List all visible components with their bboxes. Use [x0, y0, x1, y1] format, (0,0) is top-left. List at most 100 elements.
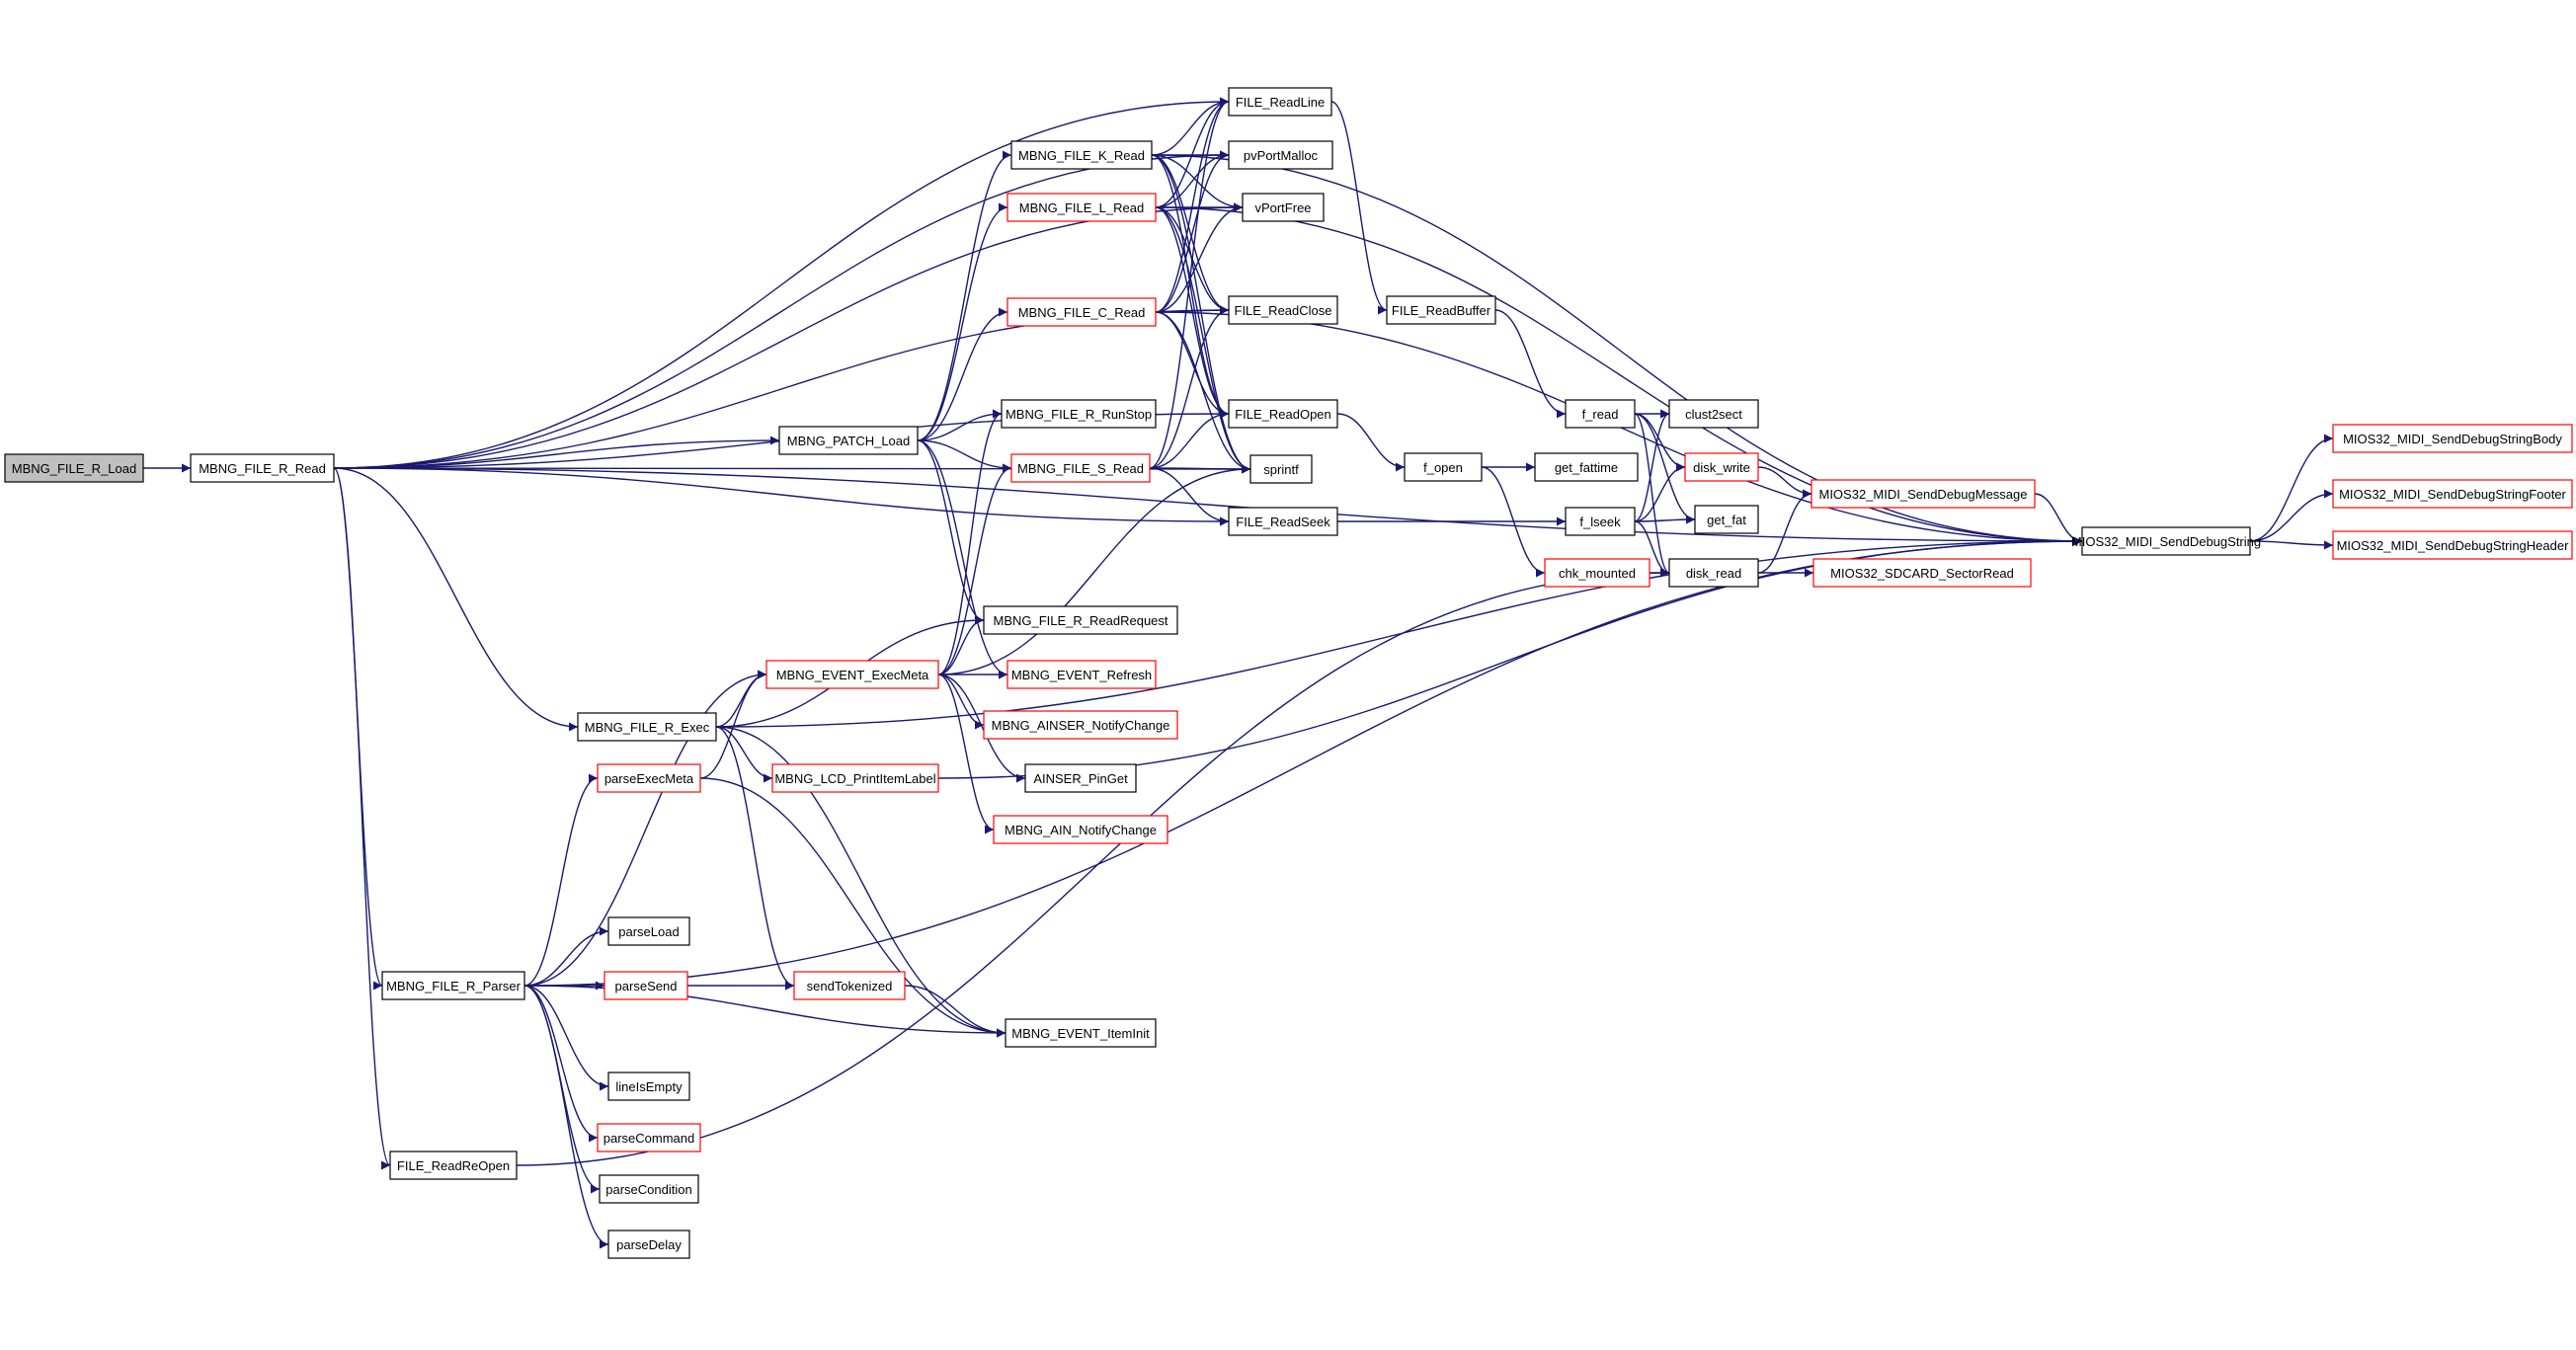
- node-disk-read[interactable]: disk_read: [1668, 558, 1759, 588]
- edge-mbng-patch-load-to-mbng-file-l-read: [917, 202, 1008, 441]
- node-file-readclose[interactable]: FILE_ReadClose: [1228, 295, 1338, 325]
- edge-mbng-event-execmeta-to-sprintf: [937, 464, 1251, 675]
- edge-mbng-file-k-read-to-file-readline: [1151, 97, 1230, 156]
- node-box: [1006, 297, 1157, 327]
- node-mbng-file-l-read[interactable]: MBNG_FILE_L_Read: [1006, 193, 1157, 222]
- node-parsesend[interactable]: parseSend: [604, 971, 688, 1000]
- node-box: [1228, 87, 1332, 117]
- node-mbng-event-iteminit[interactable]: MBNG_EVENT_ItemInit: [1005, 1018, 1157, 1048]
- node-mios32-midi-senddebugmessage[interactable]: MIOS32_MIDI_SendDebugMessage: [1811, 479, 2036, 509]
- node-file-readbuffer[interactable]: FILE_ReadBuffer: [1386, 295, 1496, 325]
- node-sendtokenized[interactable]: sendTokenized: [793, 971, 906, 1000]
- node-parseexecmeta[interactable]: parseExecMeta: [597, 763, 701, 793]
- node-disk-write[interactable]: disk_write: [1684, 452, 1759, 482]
- node-box: [765, 660, 939, 689]
- node-f-read[interactable]: f_read: [1565, 399, 1636, 429]
- node-mbng-file-r-readrequest[interactable]: MBNG_FILE_R_ReadRequest: [983, 605, 1178, 635]
- node-file-readline[interactable]: FILE_ReadLine: [1228, 87, 1332, 117]
- node-box: [1001, 399, 1157, 429]
- edge-f-lseek-to-disk-write: [1634, 462, 1686, 522]
- node-mbng-lcd-printitemlabel[interactable]: MBNG_LCD_PrintItemLabel: [771, 763, 939, 793]
- node-box: [4, 453, 144, 483]
- edge-mbng-file-r-exec-to-mbng-event-iteminit: [715, 726, 1006, 1038]
- node-mios32-sdcard-sectorread[interactable]: MIOS32_SDCARD_SectorRead: [1812, 558, 2032, 588]
- node-box: [1668, 399, 1759, 429]
- node-mbng-file-r-parser[interactable]: MBNG_FILE_R_Parser: [381, 971, 525, 1000]
- node-file-readopen[interactable]: FILE_ReadOpen: [1228, 399, 1338, 429]
- node-label: parseLoad: [618, 924, 679, 939]
- node-mios32-midi-senddebugstringbody[interactable]: MIOS32_MIDI_SendDebugStringBody: [2332, 424, 2573, 453]
- node-sprintf[interactable]: sprintf: [1249, 454, 1313, 484]
- node-parseload[interactable]: parseLoad: [607, 916, 690, 946]
- node-get-fat[interactable]: get_fat: [1694, 505, 1759, 534]
- edge-mbng-patch-load-to-mbng-file-r-readrequest: [917, 439, 985, 625]
- edge-mbng-file-r-read-to-pvportmalloc: [333, 150, 1230, 469]
- node-mbng-event-refresh[interactable]: MBNG_EVENT_Refresh: [1006, 660, 1157, 689]
- node-box: [983, 605, 1178, 635]
- edge-mbng-patch-load-to-mbng-file-s-read: [917, 439, 1012, 473]
- node-mios32-midi-senddebugstringfooter[interactable]: MIOS32_MIDI_SendDebugStringFooter: [2332, 479, 2573, 509]
- node-file-readseek[interactable]: FILE_ReadSeek: [1228, 507, 1338, 536]
- node-mbng-file-c-read[interactable]: MBNG_FILE_C_Read: [1006, 297, 1157, 327]
- node-label: chk_mounted: [1559, 566, 1636, 581]
- edge-mbng-event-execmeta-to-mbng-file-r-readrequest: [937, 615, 985, 675]
- node-mbng-event-execmeta[interactable]: MBNG_EVENT_ExecMeta: [765, 660, 939, 689]
- node-chk-mounted[interactable]: chk_mounted: [1544, 558, 1650, 588]
- edge-mbng-file-l-read-to-sprintf: [1155, 206, 1251, 474]
- edge-f-lseek-to-clust2sect: [1634, 409, 1670, 522]
- edge-mbng-file-c-read-to-pvportmalloc: [1155, 150, 1230, 313]
- node-label: MBNG_EVENT_Refresh: [1011, 668, 1152, 682]
- node-mbng-file-k-read[interactable]: MBNG_FILE_K_Read: [1010, 140, 1153, 170]
- node-label: MIOS32_MIDI_SendDebugMessage: [1818, 487, 2027, 502]
- node-parsecommand[interactable]: parseCommand: [597, 1123, 701, 1152]
- node-label: MBNG_LCD_PrintItemLabel: [774, 771, 935, 786]
- node-mbng-patch-load[interactable]: MBNG_PATCH_Load: [778, 426, 919, 455]
- node-mbng-file-s-read[interactable]: MBNG_FILE_S_Read: [1010, 453, 1151, 483]
- node-mbng-ain-notifychange[interactable]: MBNG_AIN_NotifyChange: [993, 815, 1168, 844]
- edge-mbng-file-l-read-to-mios32-midi-senddebugstring: [1155, 206, 2083, 546]
- node-mios32-midi-senddebugstring[interactable]: MIOS32_MIDI_SendDebugString: [2071, 526, 2261, 556]
- node-get-fattime[interactable]: get_fattime: [1534, 452, 1639, 482]
- node-label: vPortFree: [1254, 200, 1311, 215]
- node-box: [607, 916, 690, 946]
- edge-mbng-file-r-read-to-mbng-file-r-exec: [333, 467, 579, 732]
- node-box: [1565, 399, 1636, 429]
- node-mbng-ainser-notifychange[interactable]: MBNG_AINSER_NotifyChange: [983, 710, 1178, 740]
- edge-f-lseek-to-get-fat: [1634, 515, 1696, 524]
- edge-mbng-file-r-parser-to-parsedelay: [523, 985, 609, 1249]
- node-f-open[interactable]: f_open: [1404, 452, 1483, 482]
- node-mios32-midi-senddebugstringheader[interactable]: MIOS32_MIDI_SendDebugStringHeader: [2332, 530, 2573, 560]
- node-mbng-file-r-load[interactable]: MBNG_FILE_R_Load: [4, 453, 144, 483]
- node-file-readreopen[interactable]: FILE_ReadReOpen: [389, 1151, 518, 1180]
- edge-mbng-file-r-parser-to-parsecommand: [523, 985, 599, 1143]
- node-label: MIOS32_MIDI_SendDebugStringFooter: [2339, 487, 2566, 502]
- node-label: disk_write: [1693, 460, 1750, 475]
- node-label: clust2sect: [1685, 407, 1742, 422]
- node-parsedelay[interactable]: parseDelay: [607, 1230, 690, 1259]
- node-lineisempty[interactable]: lineIsEmpty: [607, 1072, 690, 1101]
- node-label: MBNG_PATCH_Load: [787, 434, 911, 448]
- node-pvportmalloc[interactable]: pvPortMalloc: [1228, 140, 1333, 170]
- node-box: [597, 1123, 701, 1152]
- edge-mbng-file-s-read-to-file-readclose: [1149, 305, 1230, 469]
- node-mbng-file-r-runstop[interactable]: MBNG_FILE_R_RunStop: [1001, 399, 1157, 429]
- node-label: parseSend: [615, 979, 678, 993]
- node-vportfree[interactable]: vPortFree: [1242, 193, 1325, 222]
- node-mbng-file-r-read[interactable]: MBNG_FILE_R_Read: [190, 453, 335, 483]
- node-ainser-pinget[interactable]: AINSER_PinGet: [1024, 763, 1137, 793]
- node-mbng-file-r-exec[interactable]: MBNG_FILE_R_Exec: [577, 712, 717, 742]
- node-clust2sect[interactable]: clust2sect: [1668, 399, 1759, 429]
- node-label: FILE_ReadSeek: [1236, 515, 1330, 529]
- node-box: [1006, 193, 1157, 222]
- edge-mbng-file-r-parser-to-mbng-event-execmeta: [523, 670, 767, 987]
- edge-mbng-patch-load-to-mbng-file-r-runstop: [917, 409, 1003, 441]
- edges-layer: [143, 97, 2334, 1249]
- edge-mbng-event-execmeta-to-mbng-ainser-notifychange: [937, 674, 985, 730]
- node-parsecondition[interactable]: parseCondition: [599, 1174, 699, 1204]
- node-label: MIOS32_SDCARD_SectorRead: [1830, 566, 2014, 581]
- edge-parseexecmeta-to-mbng-event-execmeta: [699, 670, 767, 779]
- node-f-lseek[interactable]: f_lseek: [1565, 507, 1636, 536]
- edge-mbng-file-l-read-to-file-readline: [1155, 97, 1230, 208]
